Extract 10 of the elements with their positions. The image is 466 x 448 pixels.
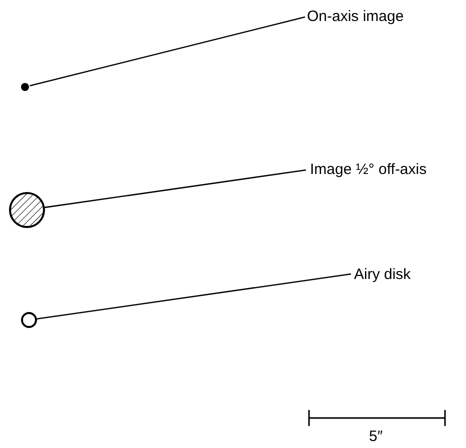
callout-text: Airy disk — [353, 266, 412, 284]
leader-line — [36, 273, 352, 320]
leader-line — [44, 169, 306, 208]
hatched-disk — [8, 191, 46, 229]
callout-text: Image ½° off-axis — [309, 161, 428, 179]
scale-label: 5″ — [369, 428, 383, 446]
leader-line — [30, 16, 306, 86]
callout-text: On-axis image — [306, 8, 405, 26]
image-dot — [19, 81, 31, 93]
ring-circle — [20, 311, 38, 329]
